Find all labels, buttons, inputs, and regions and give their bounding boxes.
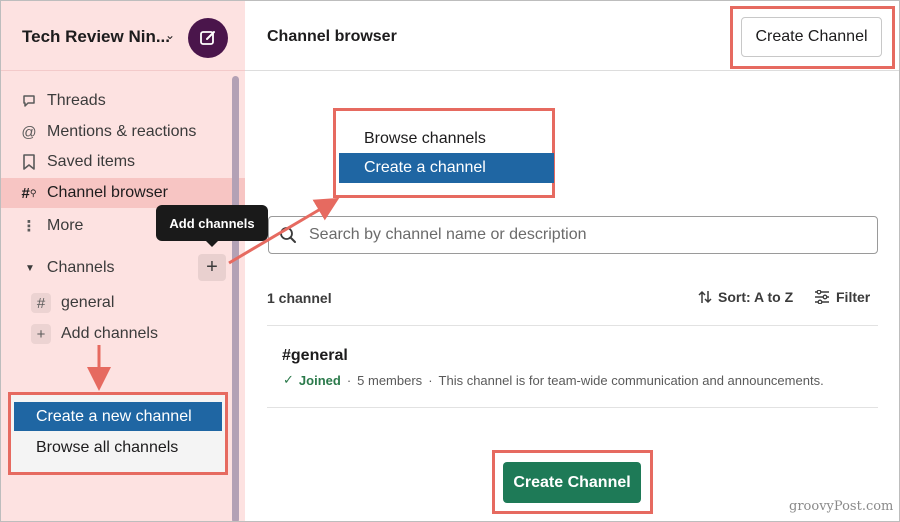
- workspace-name[interactable]: Tech Review Nin...: [22, 27, 171, 46]
- compose-button[interactable]: [188, 18, 228, 58]
- sidebar-add-channels[interactable]: + Add channels: [1, 319, 245, 349]
- channel-count: 1 channel: [267, 290, 332, 306]
- caret-down-icon[interactable]: ▼: [25, 262, 35, 274]
- plus-icon: +: [31, 324, 51, 344]
- separator-dot: ·: [346, 372, 352, 388]
- channel-search-field[interactable]: [268, 216, 878, 254]
- divider: [267, 325, 878, 326]
- sidebar-scrollbar[interactable]: [232, 76, 239, 521]
- highlight-box: [492, 450, 653, 514]
- sidebar: Tech Review Nin... ⌄ Threads @ Mentions …: [1, 1, 245, 521]
- at-icon: @: [21, 123, 37, 141]
- workspace-header[interactable]: Tech Review Nin... ⌄: [1, 1, 245, 71]
- add-channels-menu: Create a new channel Browse all channels: [8, 392, 228, 475]
- channel-name[interactable]: #general: [282, 347, 348, 364]
- channel-browser-icon: #⚲: [21, 184, 37, 202]
- compose-icon: [200, 31, 215, 45]
- create-channel-primary-button[interactable]: Create Channel: [503, 462, 641, 503]
- highlight-box: [730, 6, 895, 69]
- sidebar-item-threads[interactable]: Threads: [1, 86, 245, 116]
- sort-label: Sort: A to Z: [718, 289, 794, 305]
- chevron-down-icon[interactable]: ⌄: [165, 28, 176, 42]
- filter-icon: [815, 290, 829, 304]
- search-icon: [279, 226, 297, 244]
- sidebar-channel-general[interactable]: # general: [1, 288, 245, 318]
- add-channels-button[interactable]: +: [198, 254, 226, 281]
- page-title: Channel browser: [267, 28, 397, 45]
- threads-icon: [19, 93, 39, 109]
- sidebar-item-channel-browser[interactable]: #⚲ Channel browser: [1, 178, 245, 208]
- main-header: Channel browser: [245, 1, 899, 71]
- plus-icon: +: [206, 256, 218, 278]
- menu-item-create-new-channel[interactable]: Create a new channel: [14, 402, 222, 431]
- sort-icon: [698, 290, 712, 304]
- channel-description: This channel is for team-wide communicat…: [438, 372, 824, 388]
- filter-label: Filter: [836, 289, 871, 305]
- sidebar-item-label: Threads: [47, 92, 106, 109]
- channels-section-label: Channels: [46, 259, 115, 276]
- joined-status: Joined: [298, 372, 341, 388]
- sidebar-item-more[interactable]: ⋮ More: [1, 211, 245, 241]
- bookmark-icon: [19, 154, 39, 170]
- menu-item-create-a-channel[interactable]: Create a channel: [339, 153, 554, 183]
- check-icon: ✓: [283, 372, 294, 387]
- sidebar-item-mentions[interactable]: @ Mentions & reactions: [1, 117, 245, 147]
- hash-icon: #: [31, 293, 51, 313]
- sidebar-item-saved[interactable]: Saved items: [1, 147, 245, 177]
- menu-item-browse-all-channels[interactable]: Browse all channels: [36, 438, 179, 456]
- sidebar-item-label: More: [47, 217, 84, 234]
- sidebar-item-label: Channel browser: [47, 184, 168, 201]
- channels-section-header[interactable]: ▼ Channels: [1, 253, 245, 283]
- channel-browser-dropdown: Browse channels Create a channel: [333, 108, 555, 198]
- more-vertical-icon: ⋮: [21, 218, 37, 235]
- sort-button[interactable]: Sort: A to Z: [698, 289, 793, 305]
- channel-label: general: [61, 294, 115, 311]
- sidebar-item-label: Mentions & reactions: [47, 123, 197, 140]
- menu-item-browse-channels[interactable]: Browse channels: [364, 130, 486, 147]
- add-channels-tooltip: Add channels: [156, 205, 268, 247]
- channel-meta: ✓ Joined · 5 members · This channel is f…: [283, 372, 824, 388]
- sidebar-item-label: Saved items: [47, 153, 136, 170]
- divider: [267, 407, 878, 408]
- create-channel-button[interactable]: Create Channel: [741, 17, 882, 57]
- filter-button[interactable]: Filter: [814, 289, 870, 305]
- add-channels-label: Add channels: [61, 325, 158, 342]
- search-input[interactable]: [309, 226, 849, 244]
- member-count: 5 members: [357, 372, 423, 388]
- watermark: groovyPost.com: [789, 499, 894, 514]
- separator-dot: ·: [428, 372, 433, 388]
